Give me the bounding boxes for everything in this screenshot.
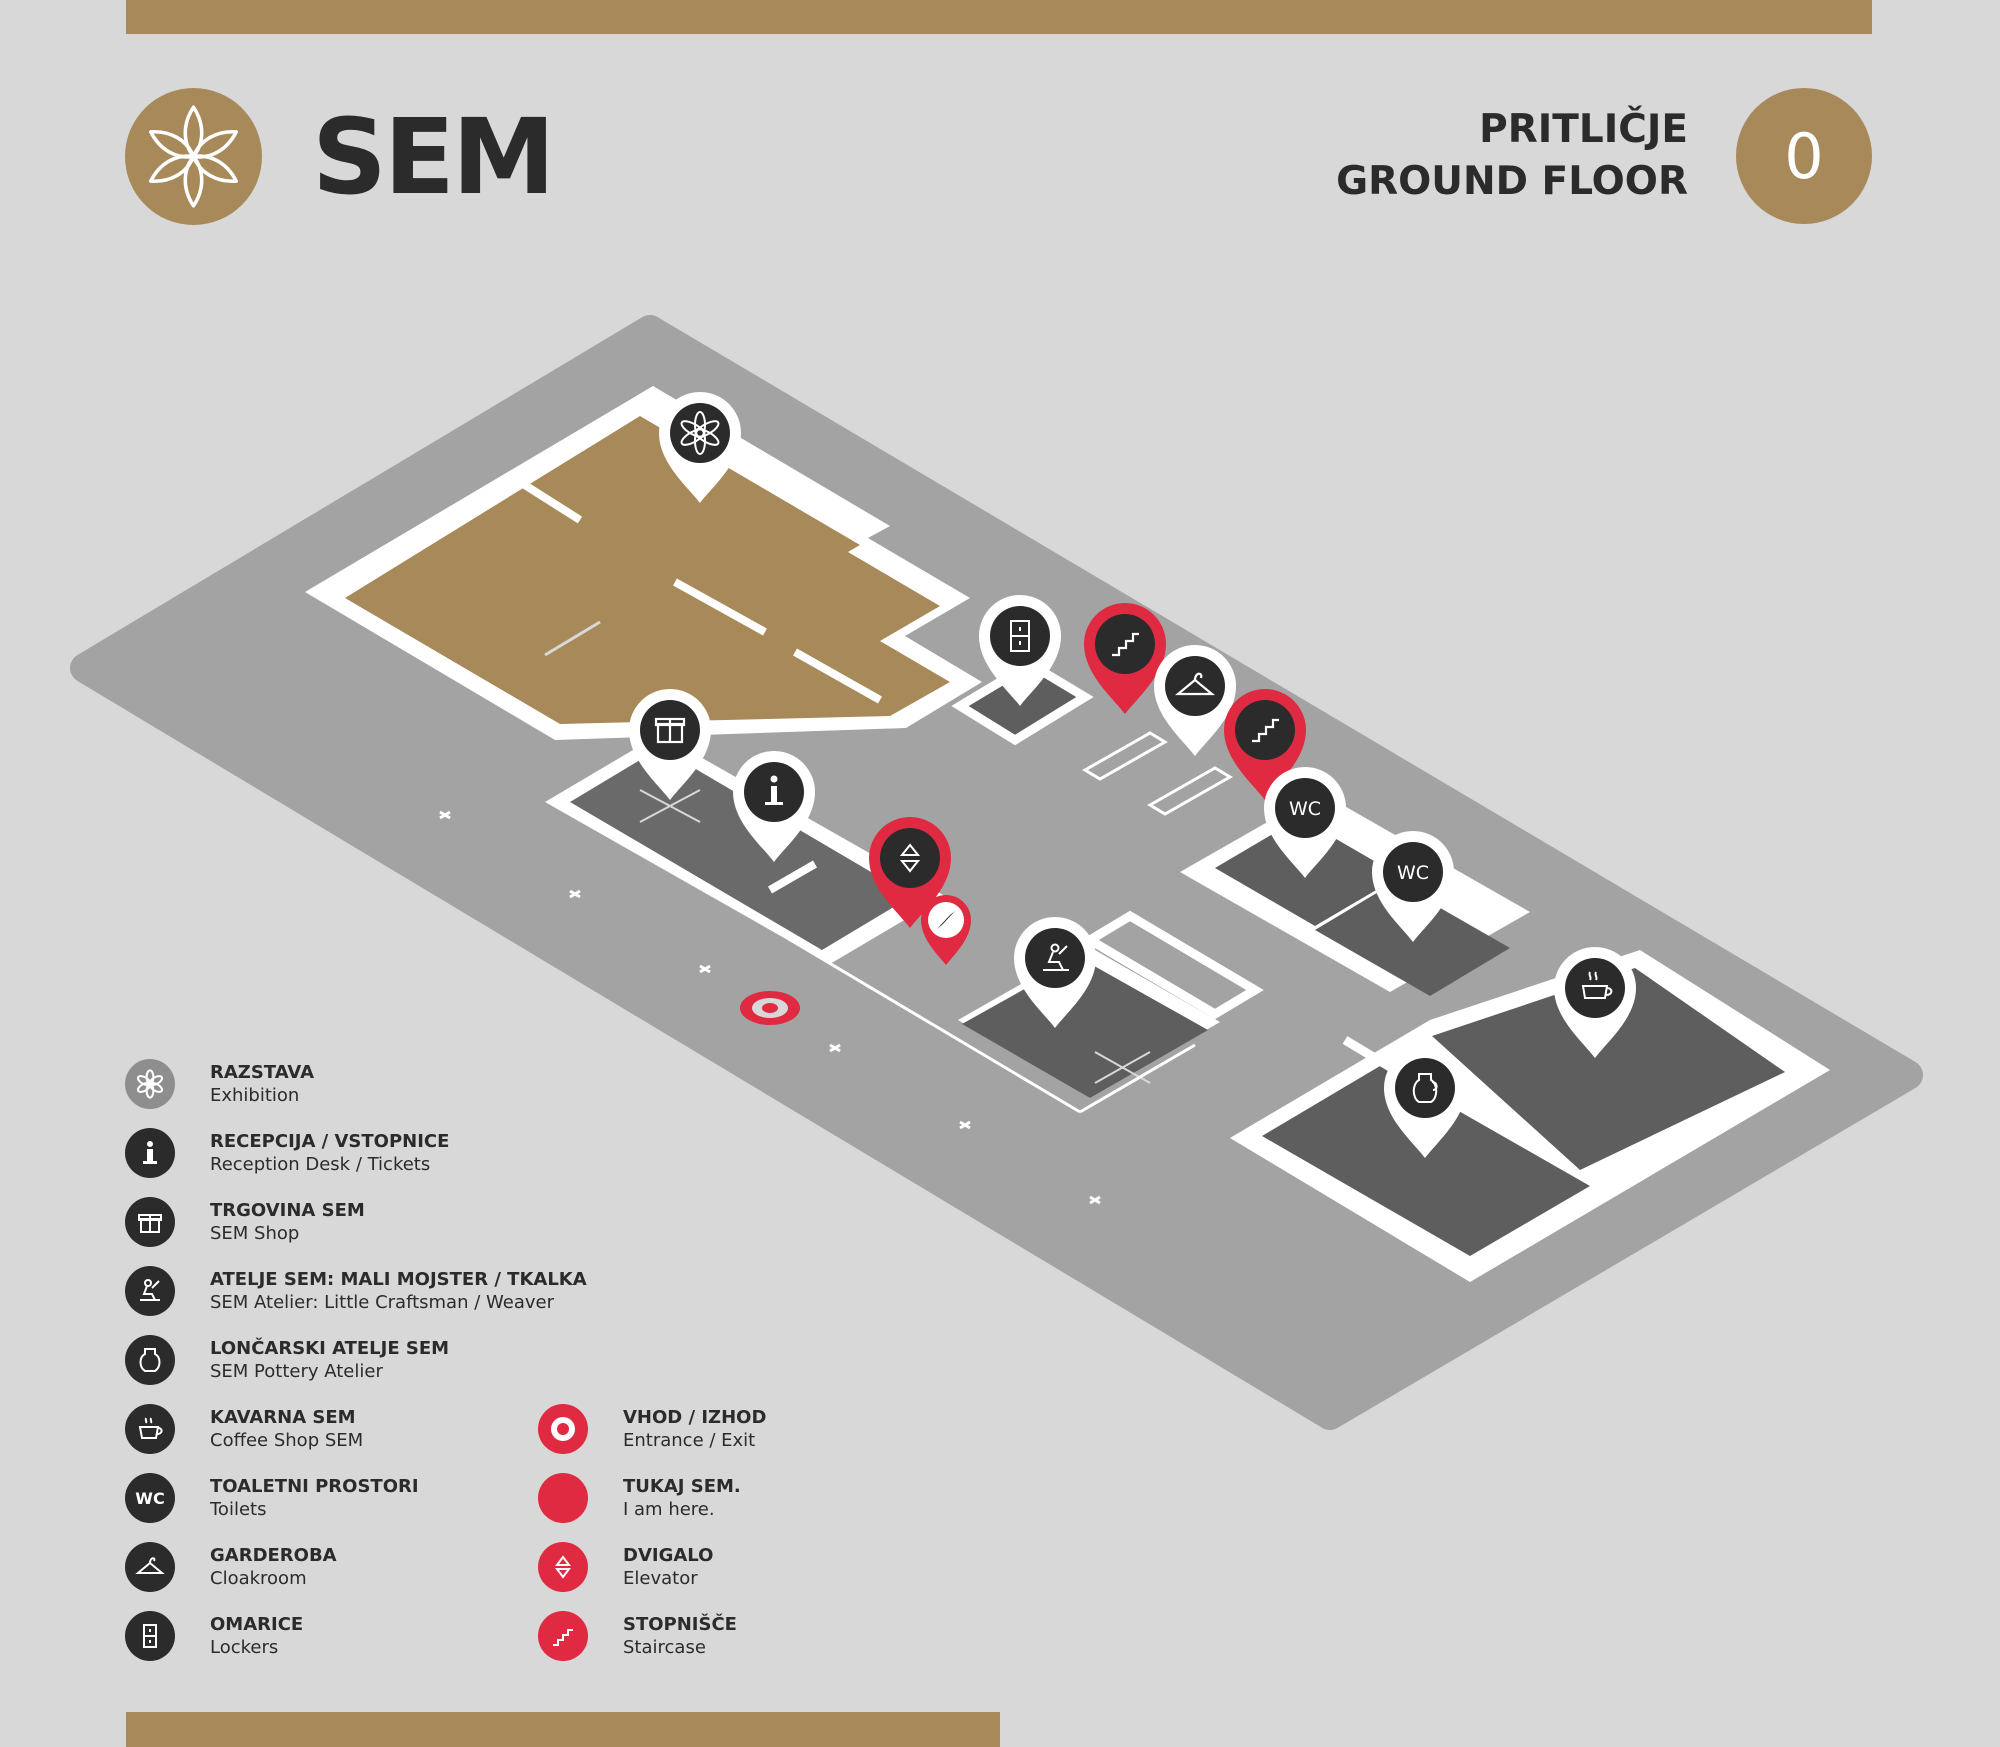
coffee-icon bbox=[125, 1404, 175, 1454]
compass-icon bbox=[538, 1473, 588, 1523]
brand: SEM bbox=[125, 88, 555, 225]
pin-reception[interactable] bbox=[733, 750, 815, 862]
floor-indicator: PRITLIČJE GROUND FLOOR 0 bbox=[1336, 88, 1872, 224]
floor-number-badge: 0 bbox=[1736, 88, 1872, 224]
legend-title: TUKAJ SEM. bbox=[623, 1476, 741, 1497]
pin-coffee[interactable] bbox=[1554, 946, 1636, 1058]
legend-item-toilets: WC TOALETNI PROSTORI Toilets bbox=[125, 1473, 419, 1523]
walkway-lines bbox=[554, 731, 1233, 1114]
pin-elevator[interactable] bbox=[869, 816, 951, 928]
legend-subtitle: Cloakroom bbox=[210, 1568, 307, 1589]
pin-toilets-1[interactable]: WC bbox=[1264, 766, 1346, 878]
brand-name: SEM bbox=[312, 95, 555, 218]
pin-toilets-2[interactable]: WC bbox=[1372, 830, 1454, 942]
locker-icon bbox=[125, 1611, 175, 1661]
legend-item-you-are-here: TUKAJ SEM. I am here. bbox=[538, 1473, 741, 1523]
elevator-icon bbox=[538, 1542, 588, 1592]
pin-shop[interactable] bbox=[629, 688, 711, 800]
pottery-icon bbox=[125, 1335, 175, 1385]
info-icon bbox=[125, 1128, 175, 1178]
legend-subtitle: Staircase bbox=[623, 1637, 706, 1658]
pin-staircase-2[interactable] bbox=[1224, 688, 1306, 800]
legend-title: ATELJE SEM: MALI MOJSTER / TKALKA bbox=[210, 1269, 587, 1290]
pin-staircase-1[interactable] bbox=[1084, 602, 1166, 714]
pin-atelier[interactable] bbox=[1014, 916, 1096, 1028]
stairs-icon bbox=[538, 1611, 588, 1661]
legend-title: GARDEROBA bbox=[210, 1545, 337, 1566]
legend-title: DVIGALO bbox=[623, 1545, 714, 1566]
hanger-icon bbox=[125, 1542, 175, 1592]
legend-item-shop: TRGOVINA SEM SEM Shop bbox=[125, 1197, 365, 1247]
gift-icon bbox=[125, 1197, 175, 1247]
legend-item-cloakroom: GARDEROBA Cloakroom bbox=[125, 1542, 337, 1592]
flower-icon bbox=[125, 88, 262, 225]
coffee-pottery-room bbox=[1230, 950, 1830, 1282]
pin-cloakroom[interactable] bbox=[1154, 644, 1236, 756]
legend-item-atelier: ATELJE SEM: MALI MOJSTER / TKALKA SEM At… bbox=[125, 1266, 587, 1316]
pin-pottery[interactable] bbox=[1384, 1046, 1466, 1158]
legend-title: RECEPCIJA / VSTOPNICE bbox=[210, 1131, 450, 1152]
shop-room bbox=[545, 734, 945, 964]
wc-icon: WC bbox=[125, 1473, 175, 1523]
pin-you-are-here[interactable] bbox=[921, 895, 971, 965]
legend-subtitle: Lockers bbox=[210, 1637, 279, 1658]
floor-name-sl: PRITLIČJE bbox=[1479, 107, 1688, 152]
exhibition-hall bbox=[305, 386, 982, 740]
legend-item-staircase: STOPNIŠČE Staircase bbox=[538, 1611, 737, 1661]
legend-item-entrance: VHOD / IZHOD Entrance / Exit bbox=[538, 1404, 766, 1454]
flower-icon bbox=[125, 1059, 175, 1109]
legend-subtitle: SEM Pottery Atelier bbox=[210, 1361, 383, 1382]
legend-title: LONČARSKI ATELJE SEM bbox=[210, 1338, 450, 1359]
legend-item-elevator: DVIGALO Elevator bbox=[538, 1542, 713, 1592]
wc-label: WC bbox=[1289, 798, 1321, 820]
map-crosses bbox=[439, 810, 1101, 1205]
craftsman-icon bbox=[125, 1266, 175, 1316]
legend-subtitle: Entrance / Exit bbox=[623, 1430, 756, 1451]
entrance-marker bbox=[740, 991, 800, 1025]
legend-subtitle: Exhibition bbox=[210, 1085, 300, 1106]
pin-lockers[interactable] bbox=[979, 594, 1061, 706]
top-band bbox=[126, 0, 1872, 34]
legend-title: OMARICE bbox=[210, 1614, 304, 1635]
legend-item-coffee: KAVARNA SEM Coffee Shop SEM bbox=[125, 1404, 363, 1454]
floor-name-en: GROUND FLOOR bbox=[1336, 159, 1688, 204]
legend-subtitle: I am here. bbox=[623, 1499, 715, 1520]
legend-item-pottery: LONČARSKI ATELJE SEM SEM Pottery Atelier bbox=[125, 1335, 449, 1385]
legend-subtitle: SEM Shop bbox=[210, 1223, 300, 1244]
legend-title: RAZSTAVA bbox=[210, 1062, 315, 1083]
legend-item-exhibition: RAZSTAVA Exhibition bbox=[125, 1059, 314, 1109]
legend-title: STOPNIŠČE bbox=[623, 1614, 737, 1635]
entrance-icon bbox=[538, 1404, 588, 1454]
legend-item-reception: RECEPCIJA / VSTOPNICE Reception Desk / T… bbox=[125, 1128, 449, 1178]
legend-item-lockers: OMARICE Lockers bbox=[125, 1611, 303, 1661]
legend-subtitle: Elevator bbox=[623, 1568, 698, 1589]
legend-title: TOALETNI PROSTORI bbox=[210, 1476, 419, 1497]
legend-subtitle: SEM Atelier: Little Craftsman / Weaver bbox=[210, 1292, 554, 1313]
wc-label: WC bbox=[1397, 862, 1429, 884]
legend-subtitle: Toilets bbox=[210, 1499, 267, 1520]
legend-subtitle: Coffee Shop SEM bbox=[210, 1430, 364, 1451]
legend-subtitle: Reception Desk / Tickets bbox=[210, 1154, 431, 1175]
pin-exhibition[interactable] bbox=[659, 391, 741, 503]
wc-label: WC bbox=[135, 1488, 165, 1508]
legend-title: VHOD / IZHOD bbox=[623, 1407, 767, 1428]
legend-title: KAVARNA SEM bbox=[210, 1407, 356, 1428]
bottom-band bbox=[126, 1712, 1000, 1747]
legend-title: TRGOVINA SEM bbox=[210, 1200, 365, 1221]
